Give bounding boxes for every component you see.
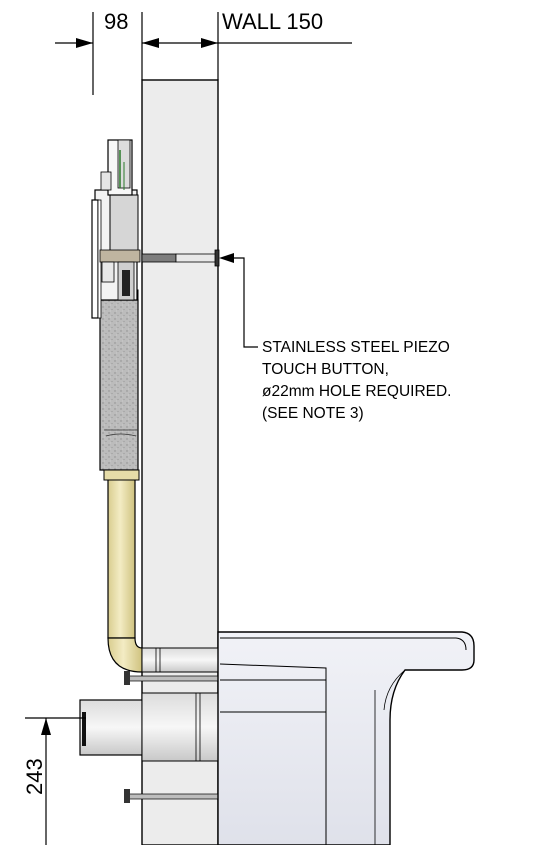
callout-line-3: ø22mm HOLE REQUIRED.	[262, 383, 451, 400]
cistern-assembly	[91, 139, 141, 471]
height-dimension: 243	[22, 717, 86, 845]
wall-dimension: WALL 150	[142, 9, 352, 80]
piezo-button-rod	[141, 249, 220, 267]
piezo-button-callout: STAINLESS STEEL PIEZO TOUCH BUTTON, ø22m…	[219, 253, 451, 422]
flush-pipe	[103, 469, 219, 673]
callout-line-1: STAINLESS STEEL PIEZO	[262, 339, 450, 356]
wall-dimension-label: WALL 150	[222, 9, 323, 34]
depth-dimension-label: 98	[104, 9, 128, 34]
waste-pipe	[79, 692, 219, 762]
callout-line-2: TOUCH BUTTON,	[262, 361, 389, 378]
callout-line-4: (SEE NOTE 3)	[262, 405, 364, 422]
toilet-pan	[217, 631, 475, 845]
height-dimension-label: 243	[22, 758, 47, 795]
